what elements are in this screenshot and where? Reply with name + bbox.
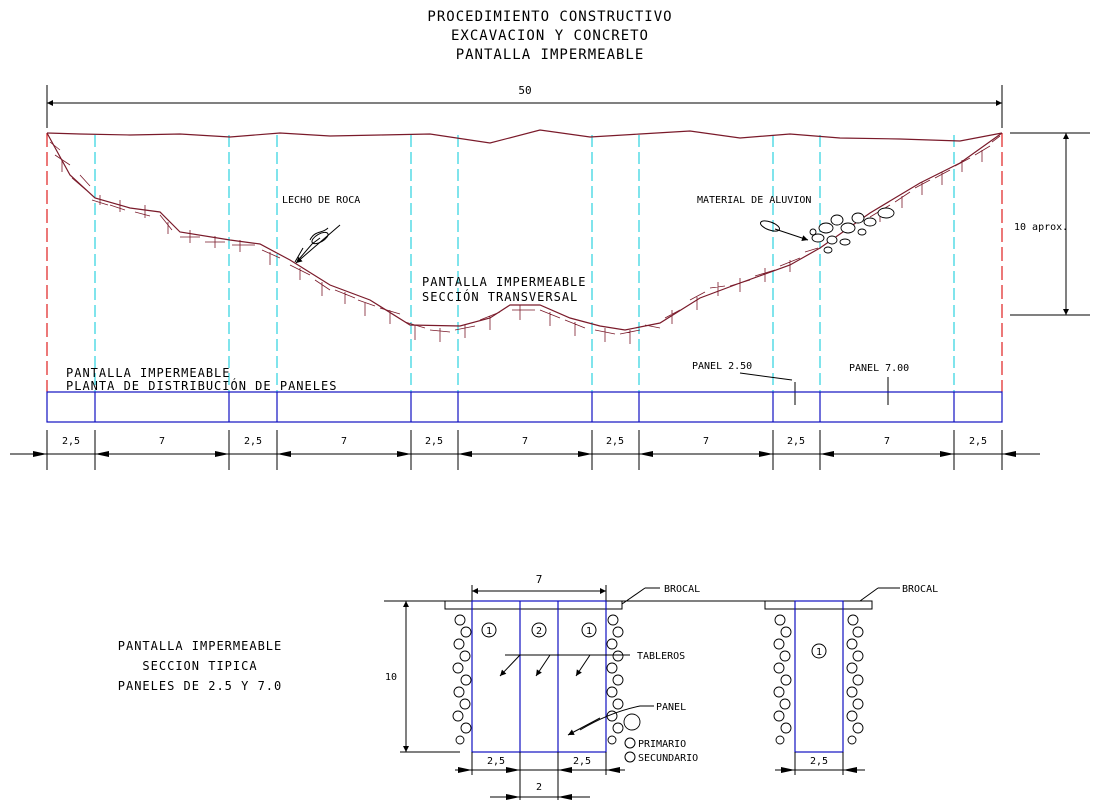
panel-width-label: 7: [884, 436, 890, 447]
tableros-arrow-3: [575, 654, 591, 677]
legend-secondary-label: SECUNDARIO: [638, 753, 698, 764]
typical-title-3: PANELES DE 2.5 Y 7.0: [118, 679, 283, 693]
primary-marker-left: [481, 622, 497, 638]
typical-dim-right: 2,5: [573, 756, 591, 767]
tableros-arrow-2: [535, 654, 551, 677]
panel-leader: [579, 705, 654, 731]
section-title-1: PANTALLA IMPERMEABLE: [422, 275, 587, 289]
rock-bed-label: LECHO DE ROCA: [282, 195, 360, 206]
alluvium-material: [809, 207, 895, 254]
panel-small-label: PANEL 2.50: [692, 361, 752, 372]
panel-width-label: 7: [703, 436, 709, 447]
rock-bed-profile: [46, 132, 1003, 331]
legend-secondary-marker: [624, 751, 636, 763]
title-line-3: PANTALLA IMPERMEABLE: [456, 47, 645, 63]
height-dimension: [1010, 132, 1090, 316]
panel-width-label: 7: [159, 436, 165, 447]
panel-guide-lines: [94, 135, 955, 392]
panel-width-label: 7: [341, 436, 347, 447]
section-title-2: SECCIÓN TRANSVERSAL: [422, 289, 578, 304]
typical-alluvium-blobs: [452, 614, 864, 745]
panel-width-label: 2,5: [425, 436, 443, 447]
primary-number-left: 1: [486, 626, 492, 637]
primary-number-right: 1: [586, 626, 592, 637]
tableros-label: TABLEROS: [637, 651, 685, 662]
typical-dim-panel-2-5: 2,5: [810, 756, 828, 767]
tableros-arrow-1: [499, 654, 521, 677]
typical-panel-2-5: [794, 600, 844, 753]
alluvium-label: MATERIAL DE ALUVION: [697, 195, 811, 206]
plan-title-2: PLANTA DE DISTRIBUCIÓN DE PANELES: [66, 378, 337, 393]
panel-dimension-chain: [10, 430, 1040, 470]
brocal-left-leader: [621, 587, 646, 605]
rock-bed-hatch: [49, 135, 1001, 344]
panel-width-label: 2,5: [62, 436, 80, 447]
brocal-right-slab: [764, 600, 873, 610]
panel-dimension-labels: 2,5 7 2,5 7 2,5 7 2,5 7 2,5 7 2,5: [62, 436, 987, 447]
typical-dim-left: 2,5: [487, 756, 505, 767]
alluvium-arrow: [774, 228, 809, 241]
section-edge-lines: [46, 133, 1003, 392]
typical-title-2: SECCION TIPICA: [142, 659, 257, 673]
typical-height-10-dimension: [400, 601, 460, 753]
height-label: 10 aprox.: [1014, 222, 1068, 233]
overall-width-dimension: [46, 85, 1003, 128]
panel-width-label: 2,5: [606, 436, 624, 447]
secondary-marker: [531, 622, 547, 638]
legend-primary-marker: [624, 737, 636, 749]
plan-title-1: PANTALLA IMPERMEABLE: [66, 366, 231, 380]
typical-width-7-label: 7: [536, 573, 543, 586]
title-line-2: EXCAVACION Y CONCRETO: [451, 28, 649, 44]
typical-bottom-arrows: [458, 767, 857, 800]
alluvium-leader-loop: [760, 220, 780, 232]
rock-bed-leader: [294, 227, 329, 263]
panel-plan-strip: [46, 391, 1003, 423]
legend-primary-label: PRIMARIO: [638, 739, 686, 750]
panel-width-label: 2,5: [787, 436, 805, 447]
typical-panel-7: [471, 600, 607, 753]
ground-surface-line: [46, 129, 1003, 144]
primary-marker-panel-2-5: [811, 643, 827, 659]
rock-bed-leader-loop: [311, 231, 329, 245]
typical-title-1: PANTALLA IMPERMEABLE: [118, 639, 283, 653]
typical-height-10-label: 10: [385, 672, 397, 683]
panel-dimension-arrows: [33, 451, 1016, 457]
rock-bed-arrow: [295, 224, 341, 264]
typical-dim-2: 2: [536, 782, 542, 793]
brocal-right-label: BROCAL: [902, 584, 938, 595]
overall-width-label: 50: [518, 84, 531, 97]
brocal-left-label: BROCAL: [664, 584, 700, 595]
typical-bottom-dimension: [455, 752, 865, 800]
panel-label: PANEL: [656, 702, 686, 713]
panel-small-leader: [739, 372, 793, 381]
primary-marker-right: [581, 622, 597, 638]
panel-width-label: 2,5: [969, 436, 987, 447]
title-line-1: PROCEDIMIENTO CONSTRUCTIVO: [427, 9, 672, 25]
panel-width-label: 2,5: [244, 436, 262, 447]
typical-width-7-dimension: [471, 585, 607, 601]
panel-large-label: PANEL 7.00: [849, 363, 909, 374]
secondary-number: 2: [536, 626, 542, 637]
panel-width-label: 7: [522, 436, 528, 447]
primary-number-panel-2-5: 1: [816, 647, 822, 658]
panel-arrow: [567, 717, 601, 736]
brocal-right-leader: [859, 587, 879, 602]
